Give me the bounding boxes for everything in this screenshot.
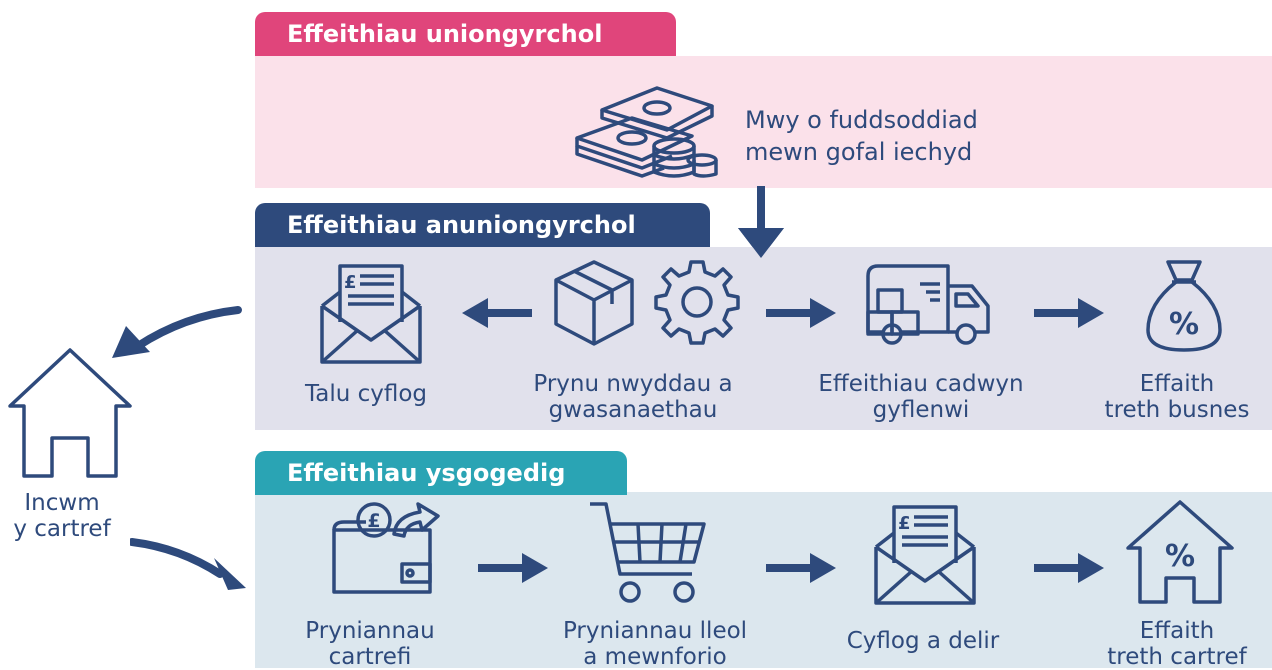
- direct-effects-panel: [255, 56, 1272, 188]
- indirect-effects-tab: Effeithiau anuniongyrchol: [255, 203, 710, 247]
- svg-text:£: £: [344, 272, 357, 293]
- svg-text:%: %: [1165, 539, 1195, 574]
- svg-text:£: £: [898, 513, 911, 534]
- arrow-right-icon: [1034, 298, 1104, 328]
- curved-arrow-to-induced-icon: [128, 530, 250, 594]
- shopping-cart-icon: [586, 500, 712, 604]
- induced-effects-panel: [255, 492, 1272, 668]
- svg-text:%: %: [1169, 307, 1199, 342]
- arrow-down-tip: [738, 198, 784, 260]
- svg-text:£: £: [367, 510, 380, 532]
- arrow-right-icon: [766, 298, 836, 328]
- payslip-envelope-icon: £: [318, 262, 424, 366]
- indirect-label-3: Effeithiau cadwyn gyflenwi: [818, 371, 1024, 423]
- indirect-label-1: Talu cyflog: [304, 381, 428, 407]
- money-stack-icon: [572, 78, 722, 180]
- indirect-label-4: Effaith treth busnes: [1104, 371, 1250, 423]
- induced-effects-tab: Effeithiau ysgogedig: [255, 451, 627, 495]
- direct-effect-text: Mwy o fuddsoddiad mewn gofal iechyd: [745, 106, 978, 166]
- arrow-right-icon: [1034, 553, 1104, 583]
- induced-label-4: Effaith treth cartref: [1107, 618, 1247, 670]
- indirect-effects-panel: [255, 247, 1272, 430]
- arrow-right-icon: [766, 553, 836, 583]
- delivery-truck-icon: [864, 262, 992, 346]
- arrow-left-icon: [462, 298, 532, 328]
- tax-bag-icon: %: [1142, 258, 1226, 354]
- box-and-gear-icon: [552, 258, 742, 348]
- wallet-icon: £: [330, 500, 444, 596]
- direct-effects-tab: Effeithiau uniongyrchol: [255, 12, 676, 56]
- induced-label-1: Pryniannau cartrefi: [305, 618, 435, 670]
- house-tax-icon: %: [1124, 498, 1236, 606]
- induced-label-3: Cyflog a delir: [846, 628, 1000, 654]
- payslip-envelope-icon: £: [872, 503, 978, 607]
- curved-arrow-to-house-icon: [104, 300, 244, 370]
- house-icon: [6, 346, 134, 480]
- arrow-right-icon: [478, 553, 548, 583]
- induced-label-2: Pryniannau lleol a mewnforio: [562, 618, 748, 670]
- household-income-label: Incwm y cartref: [13, 490, 111, 542]
- indirect-label-2: Prynu nwyddau a gwasanaethau: [533, 371, 733, 423]
